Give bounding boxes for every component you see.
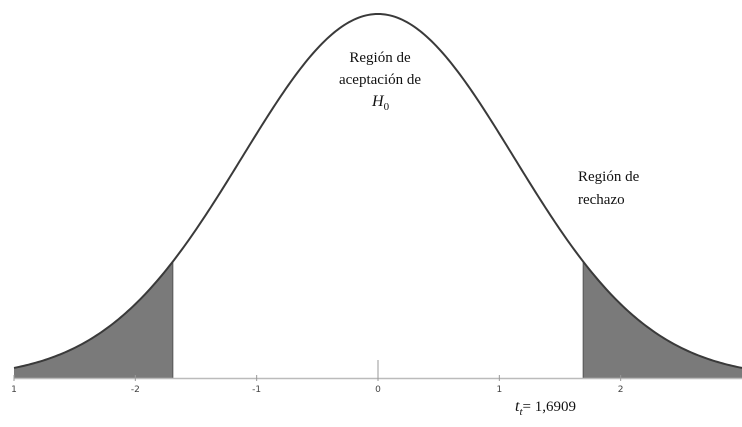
x-tick-label: -2 <box>131 385 140 395</box>
right-rejection-region <box>583 261 742 378</box>
x-tick-label: -1 <box>252 385 261 395</box>
rejection-label-line2: rechazo <box>578 192 625 208</box>
hypothesis-symbol: H <box>371 93 385 110</box>
x-tick-label: 2 <box>618 385 624 395</box>
acceptance-hypothesis-label: H0 <box>371 93 390 113</box>
x-tick-label: 0 <box>375 385 381 395</box>
tick-layer: 1 -2 -1 0 1 2 <box>11 360 624 395</box>
acceptance-label-line1: Región de <box>349 50 411 66</box>
x-tick-label: 1 <box>11 385 17 395</box>
critical-subscript: t <box>519 406 523 418</box>
critical-symbol: t <box>515 398 520 415</box>
critical-value-text: = 1,6909 <box>523 399 576 415</box>
left-rejection-region <box>14 261 173 378</box>
critical-value-label: tt= 1,6909 <box>515 398 576 418</box>
rejection-label-line1: Región de <box>578 169 640 185</box>
shade-layer <box>14 261 742 378</box>
acceptance-label-line2: aceptación de <box>339 72 421 88</box>
density-curve <box>13 12 742 369</box>
x-tick-label: 1 <box>496 385 502 395</box>
hypothesis-subscript: 0 <box>384 101 390 113</box>
